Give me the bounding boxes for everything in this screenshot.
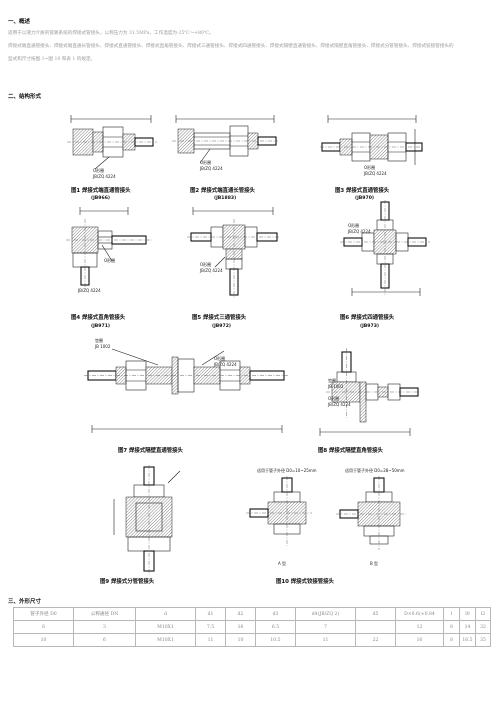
figure-5-standard: (JB972)	[212, 324, 231, 329]
figure-7-gasket-label: 垫圈	[95, 338, 103, 343]
figure-5-oring-label: O形圈	[200, 262, 212, 267]
figure-4-drawing	[66, 207, 152, 291]
figure-6-oring-label: O形圈	[348, 223, 360, 228]
figure-1-oring-std: JB/ZQ 4224	[93, 174, 116, 179]
figure-4-caption: 图4 焊接式直角管接头	[71, 315, 126, 321]
figure-8-oring-label: O形圈	[328, 396, 340, 401]
figure-4-standard: (JB971)	[91, 324, 110, 329]
table-cell: M10X1	[135, 633, 196, 647]
figure-5-oring-std: JB/ZQ 4224	[200, 268, 223, 273]
table-cell: 14	[459, 620, 476, 634]
figure-1-oring-label: O形圈	[93, 168, 105, 173]
figure-6-caption: 图6 焊接式四通管接头	[340, 315, 395, 321]
figure-2-oring-label: O形圈	[200, 160, 212, 165]
table-cell: 16.5	[459, 633, 476, 647]
overview-line-3: 型式和尺寸按图 1~图 10 和表 1 的规定。	[8, 57, 96, 62]
dimensions-table: 管子外径 D0 公称通径 DN d d1 d2 d3 d4(JB/ZQ 2) d…	[13, 607, 491, 647]
table-cell: 10	[225, 633, 256, 647]
figure-4-oring-label: O形圈	[104, 258, 116, 263]
figure-8-gasket-std: JB 1002	[328, 384, 344, 389]
table-header: D×0.6(≈0.84	[395, 607, 444, 621]
table-cell: 35	[475, 633, 491, 647]
table-cell: 10	[13, 633, 74, 647]
figure-1-caption: 图1 焊接式端直通管接头	[71, 188, 131, 194]
table-header: l2	[475, 607, 491, 621]
figure-4-oring-std: JB/ZQ 4224	[78, 288, 101, 293]
table-header: 管子外径 D0	[13, 607, 74, 621]
table-cell: 8	[443, 633, 460, 647]
table-cell: 6	[73, 633, 136, 647]
table-header: d5	[355, 607, 396, 621]
table-header: d1	[195, 607, 226, 621]
figure-7-drawing	[84, 348, 288, 433]
table-cell: 8	[443, 620, 460, 634]
table-cell: M10X1	[135, 620, 196, 634]
dimensions-heading: 三、外形尺寸	[8, 599, 42, 605]
figure-8-oring-std: JB/ZQ 4224	[328, 402, 351, 407]
table-header: 公称通径 DN	[73, 607, 136, 621]
figure-7-gasket-std: JB 1002	[95, 344, 111, 349]
figure-3-oring-label: O形圈	[364, 165, 376, 170]
figure-6-oring-std: JB/ZQ 4224	[348, 229, 371, 234]
table-cell: 16	[225, 620, 256, 634]
table-header-row: 管子外径 D0 公称通径 DN d d1 d2 d3 d4(JB/ZQ 2) d…	[13, 607, 491, 621]
figure-6-standard: (JB973)	[360, 324, 379, 329]
overview-line-1: 适用于以液力介质的管路系统的焊接式管接头，公称压力为 31.5MPa，工作温度为…	[8, 31, 214, 36]
table-cell: 10.5	[255, 633, 296, 647]
figure-10-type-b: B 型	[370, 561, 379, 566]
figure-5-caption: 图5 焊接式三通管接头	[192, 315, 247, 321]
figure-2-drawing	[172, 115, 278, 164]
figure-10-type-a: A 型	[278, 561, 287, 566]
table-header: l	[443, 607, 460, 621]
figure-1-standard: (JB966)	[91, 196, 110, 201]
figure-2-standard: (JB1883)	[214, 196, 237, 201]
table-cell: 11	[195, 633, 226, 647]
table-row: 10 6 M10X1 11 10 10.5 11 22 16 8 16.5 35	[13, 633, 491, 647]
table-cell: 12	[395, 620, 444, 634]
figure-7-oring-label: O形圈	[214, 356, 226, 361]
table-cell: 11	[295, 633, 356, 647]
overview-heading: 一、概述	[8, 19, 31, 25]
figure-2-caption: 图2 焊接式端直通长管接头	[190, 188, 255, 194]
overview-line-2: 焊接式端直通管接头、焊接式端直通长管接头、焊接式直通管接头、焊接式直角管接头、焊…	[8, 44, 454, 49]
figure-1-drawing	[67, 115, 157, 170]
figure-10-caption: 图10 焊接式铰接管接头	[276, 579, 334, 585]
figure-10-drawing	[246, 476, 406, 550]
table-cell: 6.5	[255, 620, 296, 634]
table-cell: 22	[355, 633, 396, 647]
figure-7-oring-std: JB/ZQ 4224	[214, 362, 237, 367]
table-cell	[355, 620, 396, 634]
table-header: d4(JB/ZQ 2)	[295, 607, 356, 621]
table-cell: 6	[13, 620, 74, 634]
table-cell: 7.5	[195, 620, 226, 634]
figure-3-standard: (JB970)	[355, 196, 374, 201]
table-header: l0	[459, 607, 476, 621]
table-cell: 16	[395, 633, 444, 647]
table-row: 6 3 M10X1 7.5 16 6.5 7 12 8 14 32	[13, 620, 491, 634]
table-cell: 32	[475, 620, 491, 634]
figure-8-gasket-label: 垫圈	[328, 378, 336, 383]
table-cell: 7	[295, 620, 356, 634]
table-header: d	[135, 607, 196, 621]
figure-10-left-note: 适用于管子外径 D0=10~25mm	[257, 468, 317, 473]
figure-7-caption: 图7 焊接式隔壁直通管接头	[118, 448, 183, 454]
table-cell: 3	[73, 620, 136, 634]
figure-10-right-note: 适用于管子外径 D0=28~50mm	[345, 468, 405, 473]
figure-9-drawing	[113, 465, 181, 575]
figure-8-drawing	[319, 348, 420, 436]
table-header: d3	[255, 607, 296, 621]
figure-3-drawing	[320, 115, 424, 165]
structure-heading: 二、结构形式	[8, 94, 42, 100]
table-header: d2	[225, 607, 256, 621]
figure-3-oring-std: JB/ZQ 4224	[364, 171, 387, 176]
figure-9-caption: 图9 焊接式分管管接头	[100, 579, 155, 585]
figure-6-drawing	[340, 200, 430, 296]
figure-2-oring-std: JB/ZQ 4224	[200, 166, 223, 171]
figure-5-drawing	[187, 207, 279, 299]
figure-3-caption: 图3 焊接式直通管接头	[335, 188, 390, 194]
figure-8-caption: 图8 焊接式隔壁直角管接头	[318, 448, 383, 454]
